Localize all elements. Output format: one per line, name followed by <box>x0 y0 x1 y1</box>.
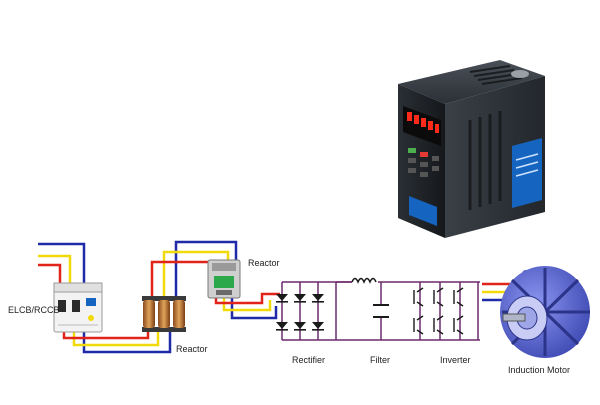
contactor-icon <box>207 259 241 299</box>
diode-icon <box>276 322 288 331</box>
reactor-to-contactor-red <box>150 260 218 296</box>
igbt-icon <box>413 315 424 335</box>
inverter-bridge <box>413 287 464 335</box>
reactor-contactor <box>207 259 241 299</box>
filter-label: Filter <box>370 355 390 365</box>
reactor-bottom-label: Reactor <box>176 344 208 354</box>
rectifier-bridge <box>276 294 324 331</box>
diode-icon <box>294 322 306 331</box>
inductor-icon <box>351 277 377 284</box>
igbt-icon <box>413 287 424 307</box>
reactor-coil-icon <box>142 296 186 332</box>
vfd-keypad <box>408 148 439 177</box>
diode-icon <box>294 294 306 303</box>
igbt-icon <box>433 315 444 335</box>
vfd-inverter-drive <box>398 60 545 238</box>
elcb-to-reactor-red <box>62 332 150 340</box>
igbt-icon <box>433 287 444 307</box>
variable-frequency-drive-icon <box>398 60 545 238</box>
contactor-to-rectifier-red <box>214 292 280 305</box>
circuit-breaker-icon <box>53 282 103 333</box>
elcb-rccb-breaker <box>53 282 103 333</box>
elcb-label: ELCB/RCCB <box>8 305 60 315</box>
igbt-icon <box>453 287 464 307</box>
vfd-schematic <box>281 281 480 341</box>
supply-wire-red <box>38 263 62 283</box>
three-phase-reactor <box>142 296 186 332</box>
diode-icon <box>276 294 288 303</box>
induction-motor-icon <box>500 266 590 358</box>
wiring <box>38 240 540 354</box>
supply-wire-blue <box>38 242 86 283</box>
rectifier-label: Rectifier <box>292 355 325 365</box>
reactor-to-contactor-blue <box>174 240 238 296</box>
diode-icon <box>312 322 324 331</box>
reactor-top-label: Reactor <box>248 258 280 268</box>
inverter-label: Inverter <box>440 355 471 365</box>
contactor-to-rectifier-blue <box>230 298 278 320</box>
elcb-to-reactor-blue <box>82 332 172 354</box>
igbt-icon <box>453 315 464 335</box>
diode-icon <box>312 294 324 303</box>
reactor-to-contactor-yellow <box>162 250 230 296</box>
motor-label: Induction Motor <box>508 365 570 375</box>
display-digits <box>407 112 439 133</box>
vfd-front-label <box>409 196 437 226</box>
supply-wire-yellow <box>38 254 72 283</box>
capacitor-icon <box>373 304 389 318</box>
induction-motor <box>500 266 590 358</box>
